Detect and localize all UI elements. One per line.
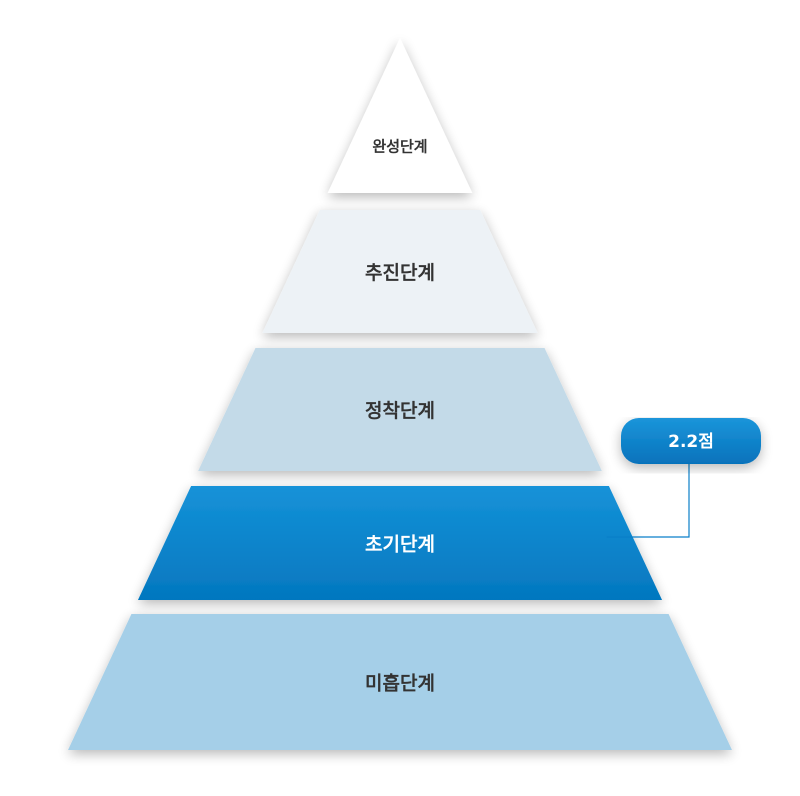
pyramid-level-label-4: 초기단계: [365, 534, 435, 556]
pyramid-level-5: [68, 614, 732, 750]
pyramid-level-label-2: 추진단계: [365, 262, 435, 284]
score-badge-text: 2.2점: [668, 432, 714, 452]
pyramid-level-3: [198, 348, 602, 471]
pyramid-level-label-5: 미흡단계: [365, 672, 435, 695]
pyramid-level-1: [327, 38, 473, 193]
pyramid-level-2: [262, 210, 538, 333]
pyramid-level-4: [137, 486, 663, 600]
pyramid-level-label-1: 완성단계: [372, 138, 427, 156]
score-callout: 2.2점: [606, 418, 761, 538]
callout-connector-line: [606, 464, 690, 538]
score-badge: [621, 418, 761, 464]
pyramid-level-label-3: 정착단계: [365, 400, 435, 422]
